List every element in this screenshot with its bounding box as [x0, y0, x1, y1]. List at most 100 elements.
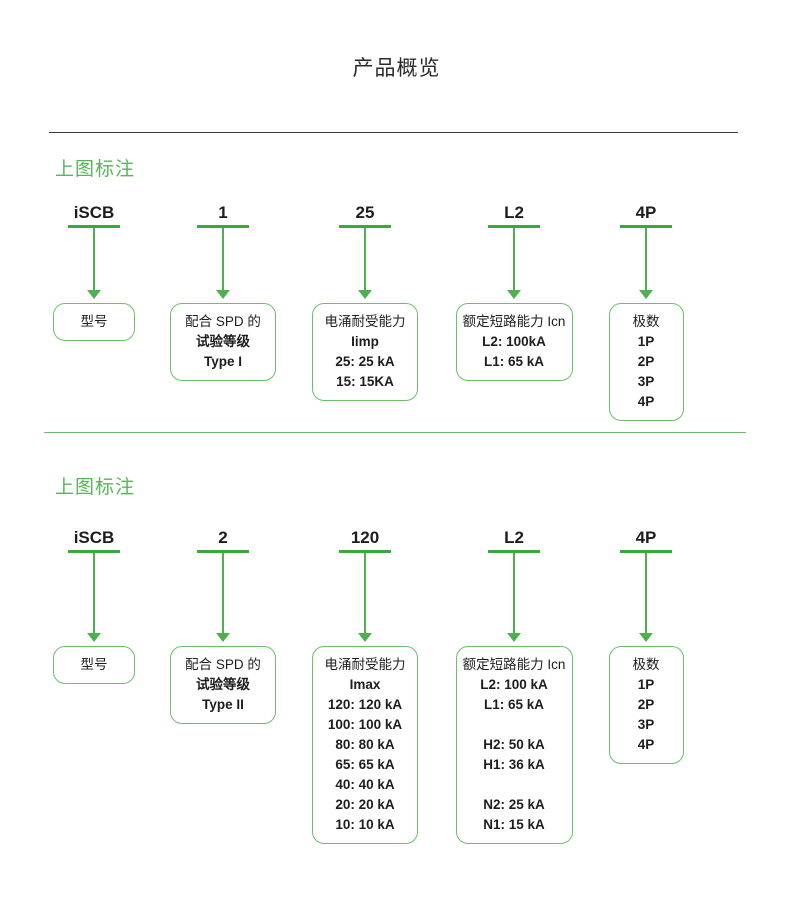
box-line: 极数 [632, 314, 660, 329]
description-box-2: 配合 SPD 的试验等级 Type I [170, 303, 276, 381]
box-line: 额定短路能力 Icn [462, 314, 566, 329]
connector-stem [222, 228, 224, 292]
box-line: 10: 10 kA [335, 817, 395, 832]
code-column-2: 2 [197, 528, 249, 644]
connector-arrow-icon [197, 225, 249, 301]
code-label: iSCB [73, 528, 115, 547]
box-line: 15: 15KA [336, 374, 394, 389]
connector-arrow-icon [197, 550, 249, 644]
code-column-5: 4P [620, 528, 672, 644]
connector-stem [645, 553, 647, 635]
box-line: Type I [203, 354, 242, 369]
section-2-heading: 上图标注 [55, 477, 136, 498]
divider-section [44, 432, 746, 433]
box-line: L1: 65 kA [483, 354, 545, 369]
box-line: 2P [637, 697, 655, 712]
connector-arrow-icon [339, 225, 391, 301]
connector-stem [364, 553, 366, 635]
box-line: 1P [637, 677, 655, 692]
code-label: 2 [218, 528, 228, 547]
box-line: 65: 65 kA [335, 757, 395, 772]
connector-stem [513, 228, 515, 292]
arrow-head-icon [507, 290, 521, 299]
connector-tbar [339, 550, 391, 553]
box-line: L2: 100 kA [480, 677, 548, 692]
connector-stem [645, 228, 647, 292]
box-line: H2: 50 kA [483, 737, 545, 752]
connector-stem [93, 228, 95, 292]
section-1-heading: 上图标注 [55, 159, 136, 180]
box-line: 20: 20 kA [335, 797, 395, 812]
connector-tbar [68, 550, 120, 553]
box-line: Imax [349, 677, 381, 692]
arrow-head-icon [507, 633, 521, 642]
code-column-4: L2 [488, 528, 540, 644]
divider-top [49, 132, 738, 133]
box-line: 型号 [80, 657, 108, 672]
box-line: 配合 SPD 的 [185, 314, 261, 329]
arrow-head-icon [358, 633, 372, 642]
code-column-3: 25 [339, 203, 391, 301]
box-line: 配合 SPD 的 [185, 657, 261, 672]
arrow-head-icon [87, 290, 101, 299]
connector-stem [222, 553, 224, 635]
connector-stem [364, 228, 366, 292]
code-label: 25 [355, 203, 375, 222]
connector-arrow-icon [68, 550, 120, 644]
box-line: 4P [637, 394, 655, 409]
code-label: iSCB [73, 203, 115, 222]
box-line: 80: 80 kA [335, 737, 395, 752]
code-column-3: 120 [339, 528, 391, 644]
connector-arrow-icon [620, 550, 672, 644]
connector-tbar [488, 550, 540, 553]
arrow-head-icon [87, 633, 101, 642]
connector-arrow-icon [620, 225, 672, 301]
connector-arrow-icon [68, 225, 120, 301]
box-line: L1: 65 kA [483, 697, 545, 712]
connector-stem [93, 553, 95, 635]
box-line: 型号 [80, 314, 108, 329]
connector-tbar [68, 225, 120, 228]
code-label: 4P [635, 203, 657, 222]
connector-tbar [620, 550, 672, 553]
box-line: N1: 15 kA [483, 817, 545, 832]
box-line: 试验等级 [196, 677, 250, 692]
box-line: 4P [637, 737, 655, 752]
code-column-5: 4P [620, 203, 672, 301]
box-line: 100: 100 kA [327, 717, 403, 732]
arrow-head-icon [216, 290, 230, 299]
connector-stem [513, 553, 515, 635]
code-column-1: iSCB [68, 203, 120, 301]
box-line: 试验等级 [196, 334, 250, 349]
box-line: 3P [637, 717, 655, 732]
code-column-1: iSCB [68, 528, 120, 644]
code-label: 4P [635, 528, 657, 547]
connector-arrow-icon [339, 550, 391, 644]
box-line: 120: 120 kA [327, 697, 403, 712]
description-box-1: 型号 [53, 303, 135, 341]
box-line: 40: 40 kA [335, 777, 395, 792]
box-line: 1P [637, 334, 655, 349]
code-column-4: L2 [488, 203, 540, 301]
arrow-head-icon [358, 290, 372, 299]
box-line: 电涌耐受能力 [324, 657, 406, 672]
code-label: L2 [504, 203, 524, 222]
arrow-head-icon [216, 633, 230, 642]
box-line: Type II [202, 697, 244, 712]
connector-tbar [197, 225, 249, 228]
connector-tbar [620, 225, 672, 228]
connector-arrow-icon [488, 225, 540, 301]
connector-arrow-icon [488, 550, 540, 644]
box-line: Iimp [351, 334, 379, 349]
code-column-2: 1 [197, 203, 249, 301]
box-line: H1: 36 kA [483, 757, 545, 772]
box-line: L2: 100kA [482, 334, 546, 349]
page-title: 产品概览 [352, 57, 441, 80]
code-label: 1 [218, 203, 228, 222]
